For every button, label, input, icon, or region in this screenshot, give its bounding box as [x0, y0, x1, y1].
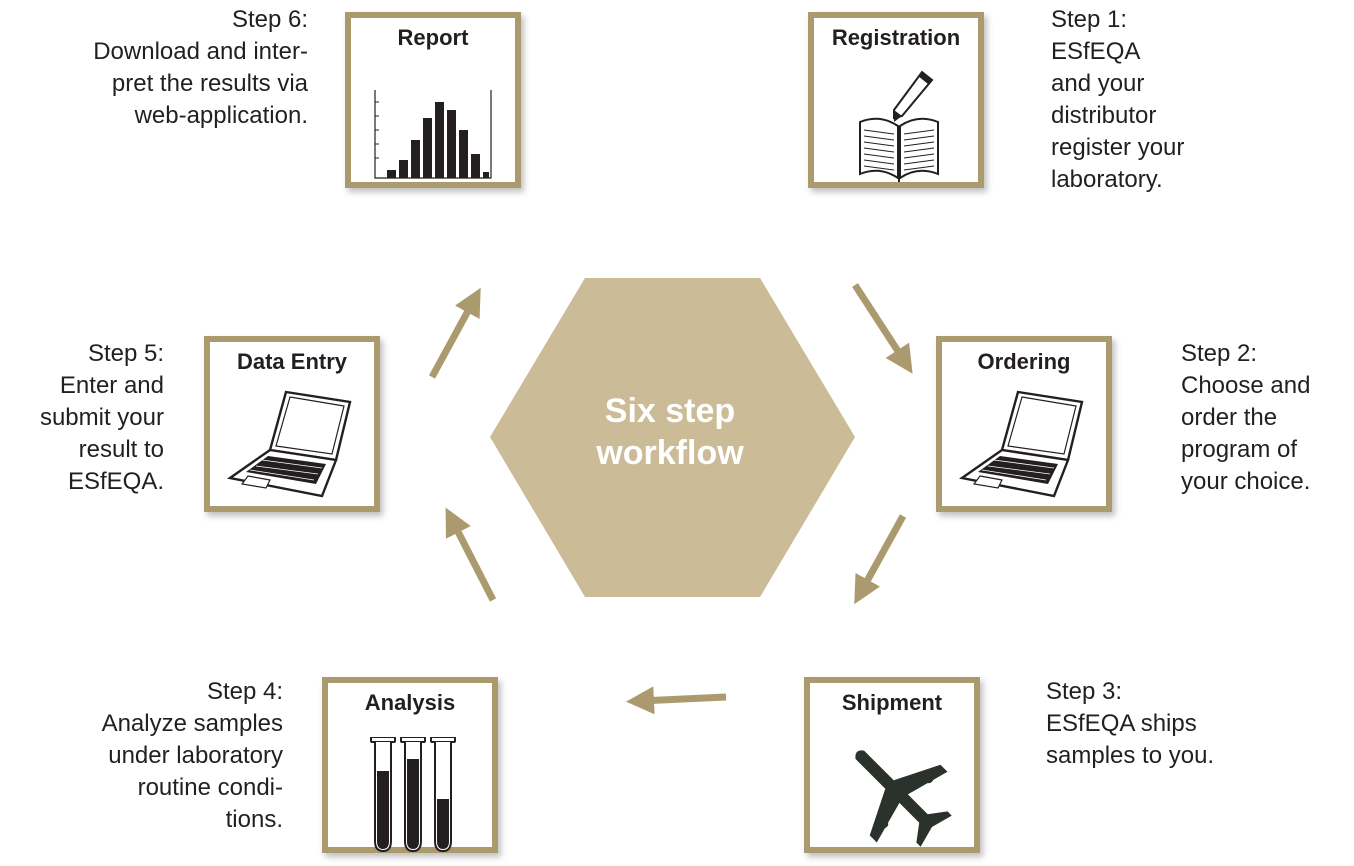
step-2-caption-line: order the — [1181, 404, 1278, 431]
arrow-ordering-to-shipment — [854, 514, 907, 605]
step-6-caption-line: web-application. — [134, 102, 308, 129]
step-2-caption-line: Choose and — [1181, 372, 1311, 399]
step-6-caption-line: Step 6: — [231, 6, 308, 33]
step-3-caption-line: Step 3: — [1046, 678, 1123, 705]
airplane-icon — [855, 750, 952, 847]
step-5-title: Data Entry — [236, 349, 348, 374]
step-4-caption-line: Analyze samples — [101, 710, 283, 737]
step-6-report-box: Report — [345, 12, 521, 188]
book-pencil-icon — [859, 70, 939, 182]
step-5-caption-line: result to — [78, 436, 164, 463]
step-4-caption-line: routine condi- — [137, 774, 283, 801]
arrow-analysis-to-dataentry — [445, 507, 497, 602]
step-3-caption: Step 3: ESfEQA ships samples to you. — [1046, 676, 1214, 772]
center-label-line2: workflow — [596, 434, 744, 472]
arrow-dataentry-to-report — [428, 287, 481, 379]
step-2-title: Ordering — [977, 349, 1071, 374]
arrow-shipment-to-analysis — [626, 686, 727, 715]
test-tubes-icon — [370, 737, 456, 853]
step-4-analysis-box: Analysis — [322, 677, 498, 853]
step-1-caption: Step 1: ESfEQA and your distributor regi… — [1051, 4, 1184, 196]
step-3-caption-line: samples to you. — [1046, 742, 1215, 769]
step-2-ordering-box: Ordering — [936, 336, 1112, 512]
step-3-shipment-box: Shipment — [804, 677, 980, 853]
step-1-caption-line: laboratory. — [1051, 166, 1163, 193]
step-2-caption-line: program of — [1181, 436, 1298, 463]
laptop-icon — [958, 390, 1084, 498]
step-2-caption-line: Step 2: — [1181, 340, 1258, 367]
histogram-icon — [374, 90, 492, 179]
step-4-caption-line: under laboratory — [108, 742, 283, 769]
arrow-registration-to-ordering — [852, 283, 913, 374]
step-2-caption-line: your choice. — [1181, 468, 1311, 495]
step-5-caption-line: submit your — [39, 404, 164, 431]
step-2-caption: Step 2: Choose and order the program of … — [1181, 338, 1310, 498]
step-5-caption-line: Step 5: — [87, 340, 164, 367]
step-5-caption-line: ESfEQA. — [67, 468, 164, 495]
center-label-line1: Six step — [604, 392, 736, 430]
step-4-title: Analysis — [364, 690, 456, 715]
step-4-caption: Step 4: Analyze samples under laboratory… — [102, 676, 283, 836]
step-1-caption-line: distributor — [1051, 102, 1157, 129]
step-6-caption-line: Download and inter- — [93, 38, 308, 65]
step-5-data-entry-box: Data Entry — [204, 336, 380, 512]
step-1-caption-line: and your — [1051, 70, 1145, 97]
step-5-caption-line: Enter and — [59, 372, 164, 399]
step-1-caption-line: Step 1: — [1051, 6, 1128, 33]
step-6-caption: Step 6: Download and inter- pret the res… — [93, 4, 308, 132]
center-hexagon — [490, 278, 855, 597]
step-1-caption-line: ESfEQA — [1051, 38, 1141, 65]
step-3-title: Shipment — [841, 690, 943, 715]
step-4-caption-line: tions. — [225, 806, 283, 833]
laptop-icon — [226, 390, 352, 498]
step-5-caption: Step 5: Enter and submit your result to … — [40, 338, 164, 498]
step-6-title: Report — [397, 25, 469, 50]
center-label: Six step workflow — [550, 390, 790, 474]
step-4-caption-line: Step 4: — [206, 678, 283, 705]
step-3-caption-line: ESfEQA ships — [1046, 710, 1197, 737]
step-1-caption-line: register your — [1051, 134, 1185, 161]
step-1-registration-box: Registration — [808, 12, 984, 188]
step-6-caption-line: pret the results via — [111, 70, 308, 97]
step-1-title: Registration — [831, 25, 961, 50]
